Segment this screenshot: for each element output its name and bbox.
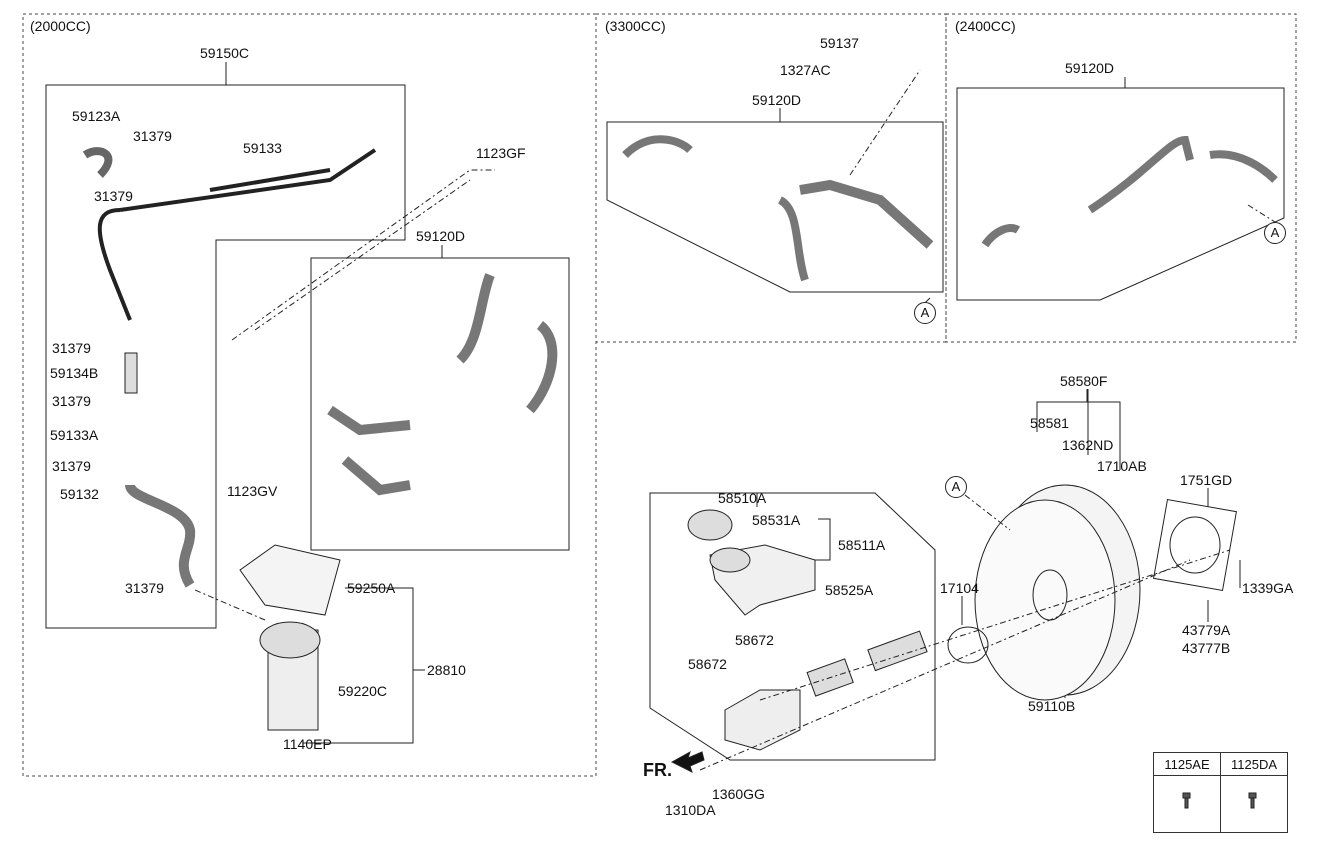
part-label[interactable]: 1140EP [283,736,332,752]
box-58510a [649,492,936,761]
part-label[interactable]: 59120D [752,92,802,108]
part-label[interactable]: 59110B [1028,698,1076,714]
section-3300cc-border [595,13,947,343]
part-label[interactable]: 28810 [427,662,466,678]
fastener-header[interactable]: 1125DA [1220,752,1288,776]
part-label[interactable]: 1339GA [1242,580,1294,596]
box-3300-59120d [606,121,944,293]
part-label[interactable]: 59133A [50,427,99,443]
part-label[interactable]: 1751GD [1180,472,1233,488]
part-label[interactable]: 59137 [820,35,859,51]
part-label[interactable]: 59220C [338,683,388,699]
section-label-2400cc: (2400CC) [955,18,1016,34]
part-label[interactable]: 58531A [752,512,801,528]
part-label[interactable]: 1123GV [227,483,278,499]
part-label[interactable]: 31379 [52,340,91,356]
part-label[interactable]: 58525A [825,582,874,598]
part-label[interactable]: 1360GG [712,786,765,802]
part-label[interactable]: 43779A [1182,622,1231,638]
section-2000cc-border [22,13,597,777]
part-label[interactable]: 59132 [60,486,99,502]
part-label[interactable]: 58511A [838,537,886,553]
section-label-2000cc: (2000CC) [30,18,91,34]
part-label[interactable]: 31379 [125,580,164,596]
part-label[interactable]: 58672 [688,656,727,672]
box-2400-59120d [956,87,1285,301]
section-label-3300cc: (3300CC) [605,18,666,34]
reference-marker-a: A [914,302,936,324]
bolt-icon [1220,775,1288,833]
part-label[interactable]: 1710AB [1097,458,1147,474]
part-label[interactable]: 59134B [50,365,99,381]
reference-marker-a: A [1264,222,1286,244]
part-label[interactable]: 58672 [735,632,774,648]
fastener-table: 1125AE 1125DA [1153,752,1288,833]
part-label[interactable]: 1362ND [1062,437,1114,453]
part-label[interactable]: 58510A [718,490,767,506]
part-label[interactable]: 31379 [133,128,172,144]
part-label[interactable]: 58580F [1060,373,1108,389]
box-59150c [45,84,406,629]
part-label[interactable]: 59150C [200,45,250,61]
part-label[interactable]: 1123GF [476,145,526,161]
part-label[interactable]: 59120D [1065,60,1115,76]
front-direction-marker: FR. [643,760,672,780]
part-label[interactable]: 1327AC [780,62,831,78]
part-label[interactable]: 58581 [1030,415,1069,431]
bolt-icon [1153,775,1221,833]
part-label[interactable]: 59250A [347,580,396,596]
part-label[interactable]: 59120D [416,228,466,244]
box-59120d [310,257,570,551]
part-label[interactable]: 1310DA [665,802,716,818]
part-label[interactable]: 31379 [52,393,91,409]
part-label[interactable]: 59123A [72,108,121,124]
part-label[interactable]: 31379 [52,458,91,474]
reference-marker-a: A [945,476,967,498]
section-2400cc-border [945,13,1297,343]
part-label[interactable]: 43777B [1182,640,1231,656]
fastener-header[interactable]: 1125AE [1153,752,1221,776]
part-label[interactable]: 59133 [243,140,282,156]
part-label[interactable]: 31379 [94,188,133,204]
part-label[interactable]: 17104 [940,580,979,596]
